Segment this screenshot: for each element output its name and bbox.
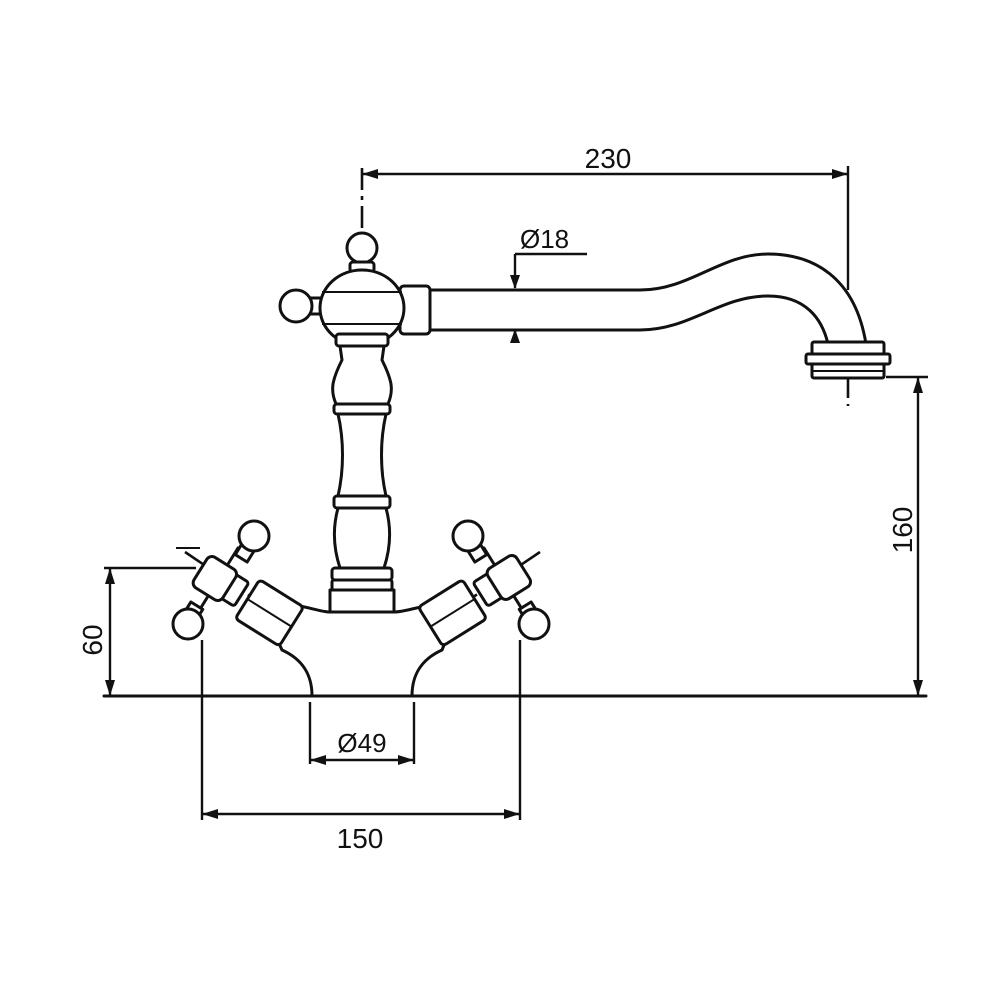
side-knob-icon <box>278 288 314 324</box>
dimension-spout-height: 160 <box>886 375 928 696</box>
right-handle-knob-upper-icon <box>451 519 485 553</box>
left-handle <box>171 519 304 647</box>
dimension-spout-diameter: Ø18 <box>510 224 587 343</box>
right-handle <box>418 519 551 647</box>
column <box>328 332 396 614</box>
dimension-handle-spacing: 150 <box>200 640 522 854</box>
dimension-handle-height: 60 <box>77 566 196 696</box>
dimension-label-handle-height: 60 <box>77 624 108 655</box>
right-handle-knob-lower-icon <box>517 607 551 641</box>
dimension-label-spout-height: 160 <box>887 507 918 554</box>
dimension-label-base-diameter: Ø49 <box>337 728 386 758</box>
left-handle-knob-lower-icon <box>171 607 205 641</box>
top-hub <box>278 231 406 348</box>
left-handle-knob-upper-icon <box>237 519 271 553</box>
top-knob-icon <box>345 231 379 265</box>
dimension-label-spout-reach: 230 <box>585 143 632 174</box>
dimension-label-handle-spacing: 150 <box>337 823 384 854</box>
spout <box>398 252 892 380</box>
dimension-label-spout-diameter: Ø18 <box>520 224 569 254</box>
dimension-spout-reach: 230 <box>362 143 850 290</box>
dimension-base-diameter: Ø49 <box>308 702 416 765</box>
